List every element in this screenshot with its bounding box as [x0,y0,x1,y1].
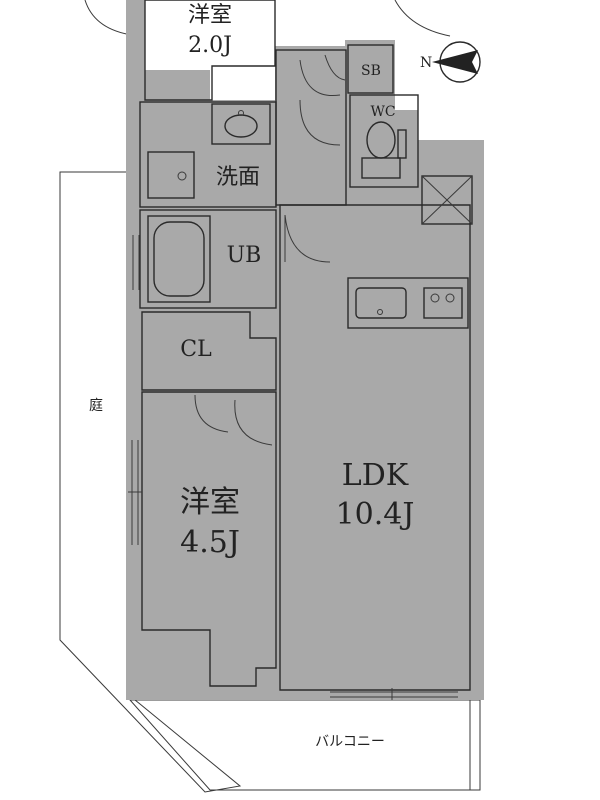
door-arc-sb [324,54,346,81]
room-western-top-name: 洋室 [188,3,232,28]
room-western-top-size: 2.0J [188,33,232,58]
window-west [128,440,142,545]
unit-bath-label: UB [227,243,262,268]
stove-icon [423,287,463,319]
ldk-floor [279,204,471,691]
balcony-area [128,699,481,791]
door-arc-western [234,399,273,446]
toilet-room-floor [349,94,419,188]
room-western-top-floor [144,0,276,101]
garden-label: 庭 [89,397,103,414]
kitchen-counter [347,277,469,329]
pipe-shaft [421,175,473,225]
window-bath [132,235,140,290]
unit-bath-floor [139,209,277,309]
kitchen-sink-icon [355,287,407,319]
door-arc-western-2 [194,394,229,433]
room-western-floor [141,391,277,687]
outer-wall [126,0,484,700]
toilet-icon [361,121,407,179]
closet-label: CL [180,337,212,362]
washroom-floor [139,101,277,208]
door-arc-wc [299,99,341,146]
shoe-box-label: SB [361,63,381,79]
toilet-label: WC [370,104,395,120]
washroom-label: 洗面 [216,165,260,190]
door-arc-ldk [284,214,331,263]
room-western-size: 4.5J [180,525,240,560]
compass-north-label: N [420,55,432,71]
top-right-door-arc [394,0,451,37]
ldk-name: LDK [342,458,409,493]
shoe-box [347,44,394,94]
balcony-label: バルコニー [315,734,385,750]
north-arrow-icon [432,41,481,83]
washbasin-icon [211,103,271,145]
room-western-name: 洋室 [180,485,240,520]
door-arc-corridor-top [299,59,341,97]
closet-floor [141,311,277,391]
bathtub-icon [147,215,211,303]
washing-machine-space [147,151,195,199]
window-ldk-balcony [330,688,458,700]
ldk-size: 10.4J [336,497,415,532]
